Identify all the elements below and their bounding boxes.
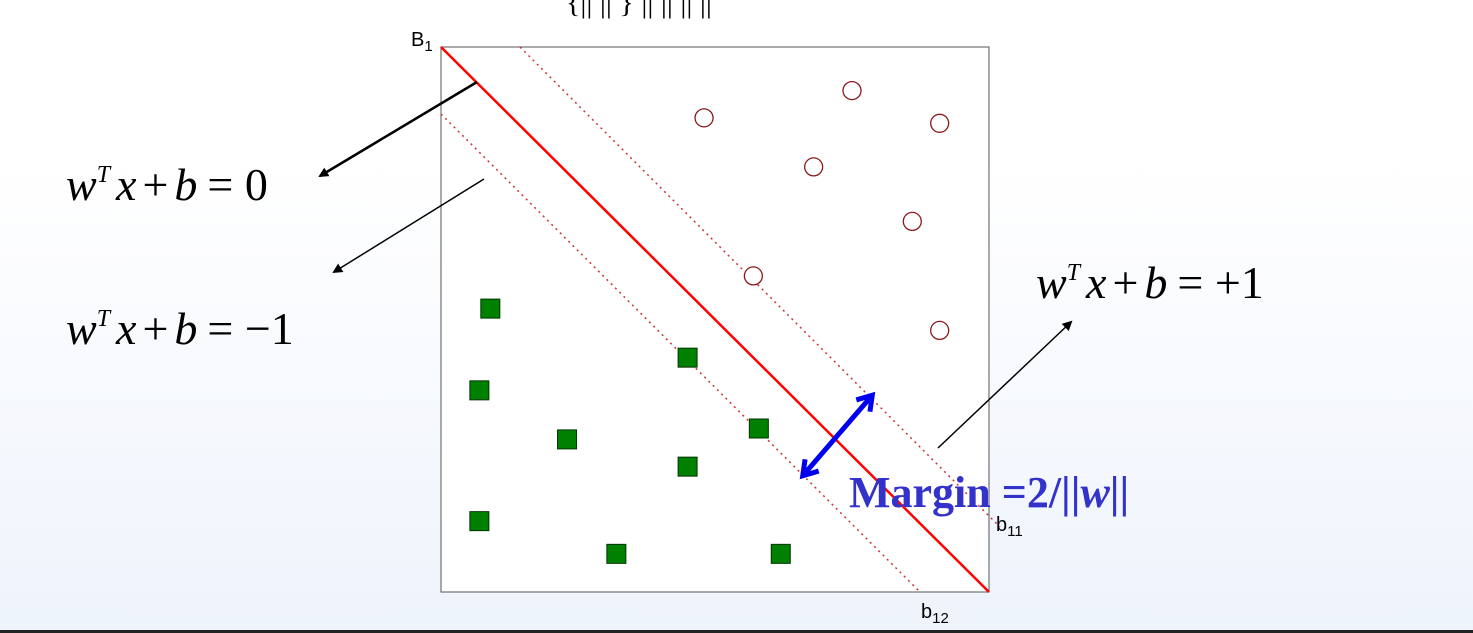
class-plus-circle bbox=[803, 157, 824, 177]
label-b12: b12 bbox=[921, 601, 949, 627]
class-plus-circle bbox=[743, 266, 764, 286]
class-plus-circle bbox=[930, 320, 950, 341]
class-plus-circle bbox=[842, 80, 862, 101]
class-plus-circle bbox=[902, 211, 922, 232]
label-B1: B1 bbox=[411, 29, 433, 55]
margin-width-arrow bbox=[806, 399, 869, 472]
header-fragment: {|| || } || || || || bbox=[566, 0, 712, 19]
arrow-eq-plus bbox=[937, 320, 1073, 449]
class-plus-circle bbox=[930, 113, 950, 133]
margin-label: Margin =2/||w|| bbox=[849, 468, 1129, 517]
class-minus-square bbox=[677, 456, 698, 477]
label-b11: b11 bbox=[996, 514, 1023, 540]
class-minus-square bbox=[748, 418, 769, 439]
class-plus-circle bbox=[694, 108, 714, 128]
class-minus-square bbox=[677, 347, 698, 368]
class-minus-square bbox=[770, 543, 791, 564]
class-minus-square bbox=[557, 429, 578, 450]
arrow-eq-zero bbox=[318, 80, 478, 178]
data-points bbox=[469, 80, 950, 564]
arrow-eq-minus bbox=[332, 178, 485, 274]
class-minus-square bbox=[480, 298, 501, 319]
decision-boundary-line bbox=[440, 46, 990, 593]
class-minus-square bbox=[469, 511, 490, 532]
class-minus-square bbox=[606, 543, 627, 564]
margin-line-b11 bbox=[519, 46, 1001, 528]
bottom-rule bbox=[0, 630, 1473, 633]
class-minus-square bbox=[469, 380, 490, 401]
